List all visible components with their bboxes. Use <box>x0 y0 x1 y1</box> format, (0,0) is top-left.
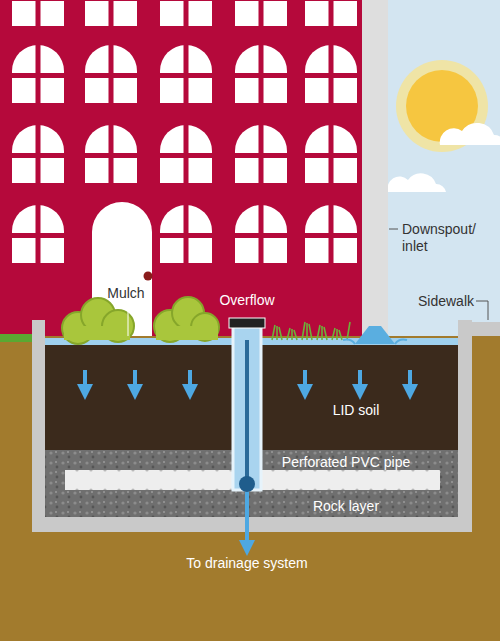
part-label: Sidewalk <box>404 293 474 310</box>
grass-blade <box>336 329 338 340</box>
window <box>85 125 137 183</box>
part-label: Downspout/ inlet <box>402 221 484 255</box>
grass-blade <box>347 322 350 340</box>
art-part <box>156 326 218 340</box>
downspout <box>362 0 388 338</box>
grass-blade <box>309 324 312 340</box>
window <box>235 0 287 26</box>
grass <box>272 322 350 340</box>
grass-blade <box>272 325 275 340</box>
art-part <box>387 173 446 192</box>
window <box>235 125 287 183</box>
overflow-pipe <box>233 326 261 490</box>
flow-arrow <box>188 370 192 392</box>
grass-blade <box>321 326 323 340</box>
window <box>160 125 212 183</box>
grass-blade <box>294 330 297 340</box>
window <box>12 205 64 263</box>
grass-blade <box>291 329 293 340</box>
window <box>305 0 357 26</box>
leader-line <box>389 229 398 230</box>
planter-wall <box>32 320 45 532</box>
part-label: Mulch <box>98 285 154 302</box>
part-label: Perforated PVC pipe <box>266 454 426 471</box>
part-label: To drainage system <box>167 555 327 572</box>
grass-blade <box>276 326 278 340</box>
art-part <box>440 123 500 145</box>
window <box>235 205 287 263</box>
flow-arrows <box>85 370 410 392</box>
flow-arrow <box>358 370 362 392</box>
flow-arrow <box>408 370 412 392</box>
window <box>85 45 137 103</box>
window <box>305 45 357 103</box>
splash <box>343 340 407 345</box>
flow-arrow <box>303 370 307 392</box>
inlet-splash <box>355 326 395 344</box>
window <box>160 0 212 26</box>
window <box>160 205 212 263</box>
part-label: Overflow <box>206 292 288 309</box>
planter-base <box>32 517 472 532</box>
part-label: LID soil <box>316 402 396 419</box>
leader-line <box>128 306 129 336</box>
window <box>305 205 357 263</box>
pipe-outlet <box>239 476 255 492</box>
grass-blade <box>324 327 327 340</box>
overflow-cap <box>229 318 265 328</box>
windows <box>12 0 357 263</box>
art-part <box>64 326 130 340</box>
flow-arrow <box>133 370 137 392</box>
window <box>12 0 64 26</box>
grass-blade <box>306 323 308 340</box>
part-label: Rock layer <box>296 498 396 515</box>
window <box>12 45 64 103</box>
pipe-channel <box>245 340 249 480</box>
window <box>235 45 287 103</box>
callout-dot <box>144 272 153 281</box>
window <box>160 45 212 103</box>
sidewalk-slab <box>468 322 500 336</box>
grass-blade <box>332 328 335 340</box>
grass-blade <box>317 325 320 340</box>
window <box>85 0 137 26</box>
shrubs <box>62 297 219 344</box>
drain-arrow <box>245 492 249 548</box>
grass-blade <box>287 328 290 340</box>
grass-blade <box>302 322 305 340</box>
lawn <box>0 334 34 342</box>
leader-line <box>476 301 488 320</box>
window <box>305 125 357 183</box>
grass-blade <box>339 330 342 340</box>
building <box>0 0 365 340</box>
cloud <box>387 123 500 192</box>
sky <box>362 0 500 340</box>
flow-arrow <box>83 370 87 392</box>
window <box>12 125 64 183</box>
planter-wall <box>458 320 472 532</box>
grass-blade <box>279 327 282 340</box>
